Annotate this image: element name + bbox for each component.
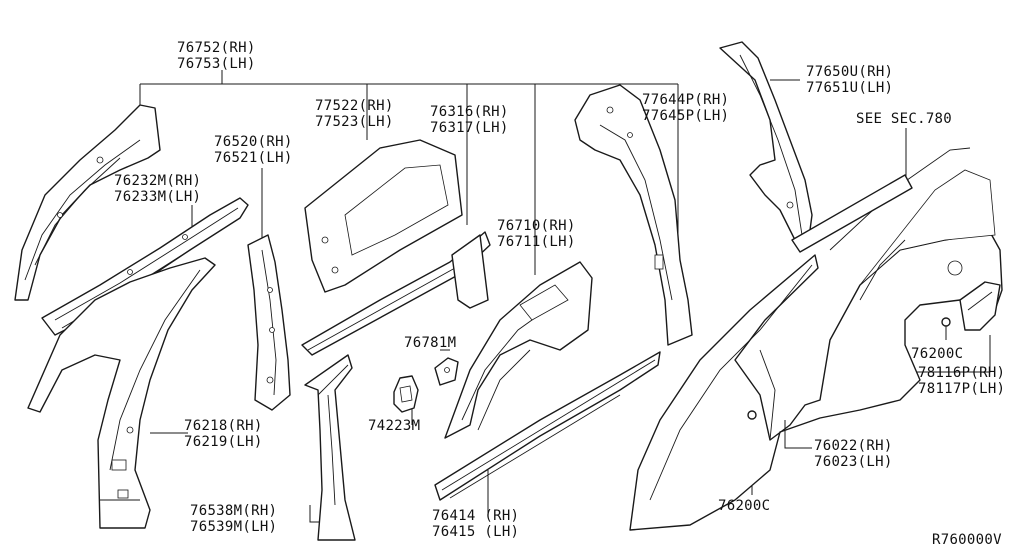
- diagram-ref-code: R760000V: [932, 532, 1002, 548]
- callout-see-sec-780: SEE SEC.780: [856, 111, 953, 127]
- part-76520-pillar: [247, 234, 291, 411]
- callout-76200c-lower: 76200C: [718, 498, 771, 514]
- callout-76414: 76414 (RH)76415 (LH): [432, 508, 520, 540]
- part-78116: [959, 281, 1001, 331]
- callout-74223: 74223M: [368, 418, 421, 434]
- callout-76022: 76022(RH)76023(LH): [814, 438, 893, 470]
- part-76200-clips: [747, 317, 951, 420]
- callout-76538: 76538M(RH)76539M(LH): [190, 503, 278, 535]
- part-76710-housing: [444, 261, 593, 439]
- callout-76710: 76710(RH)76711(LH): [497, 218, 576, 250]
- callout-76232: 76232M(RH)76233M(LH): [114, 173, 202, 205]
- callout-78116: 78116P(RH)78117P(LH): [918, 365, 1006, 397]
- part-77522-panel: [304, 139, 463, 293]
- part-77644-pillar: [574, 84, 693, 346]
- callout-76520: 76520(RH)76521(LH): [214, 134, 293, 166]
- callout-76316: 76316(RH)76317(LH): [430, 104, 509, 136]
- part-76218-pillar: [27, 257, 216, 529]
- callout-77522: 77522(RH)77523(LH): [315, 98, 394, 130]
- part-roof-rail-strip: [791, 174, 913, 253]
- part-76538-pillar: [304, 354, 356, 541]
- callout-76752: 76752(RH)76753(LH): [177, 40, 256, 72]
- part-76752-rail: [14, 104, 161, 301]
- part-76781: [434, 357, 459, 386]
- callout-77644: 77644P(RH)77645P(LH): [642, 92, 730, 124]
- callout-77650: 77650U(RH)77651U(LH): [806, 64, 894, 96]
- part-74223: [393, 375, 419, 413]
- part-body-side-outer: [629, 147, 1003, 531]
- callout-76200c-upper: 76200C: [911, 346, 964, 362]
- part-76316-rail: [301, 231, 491, 356]
- part-77650-pillar: [719, 41, 813, 246]
- part-76414-sill: [434, 351, 661, 501]
- callout-76781: 76781M: [404, 335, 457, 351]
- callout-76218: 76218(RH)76219(LH): [184, 418, 263, 450]
